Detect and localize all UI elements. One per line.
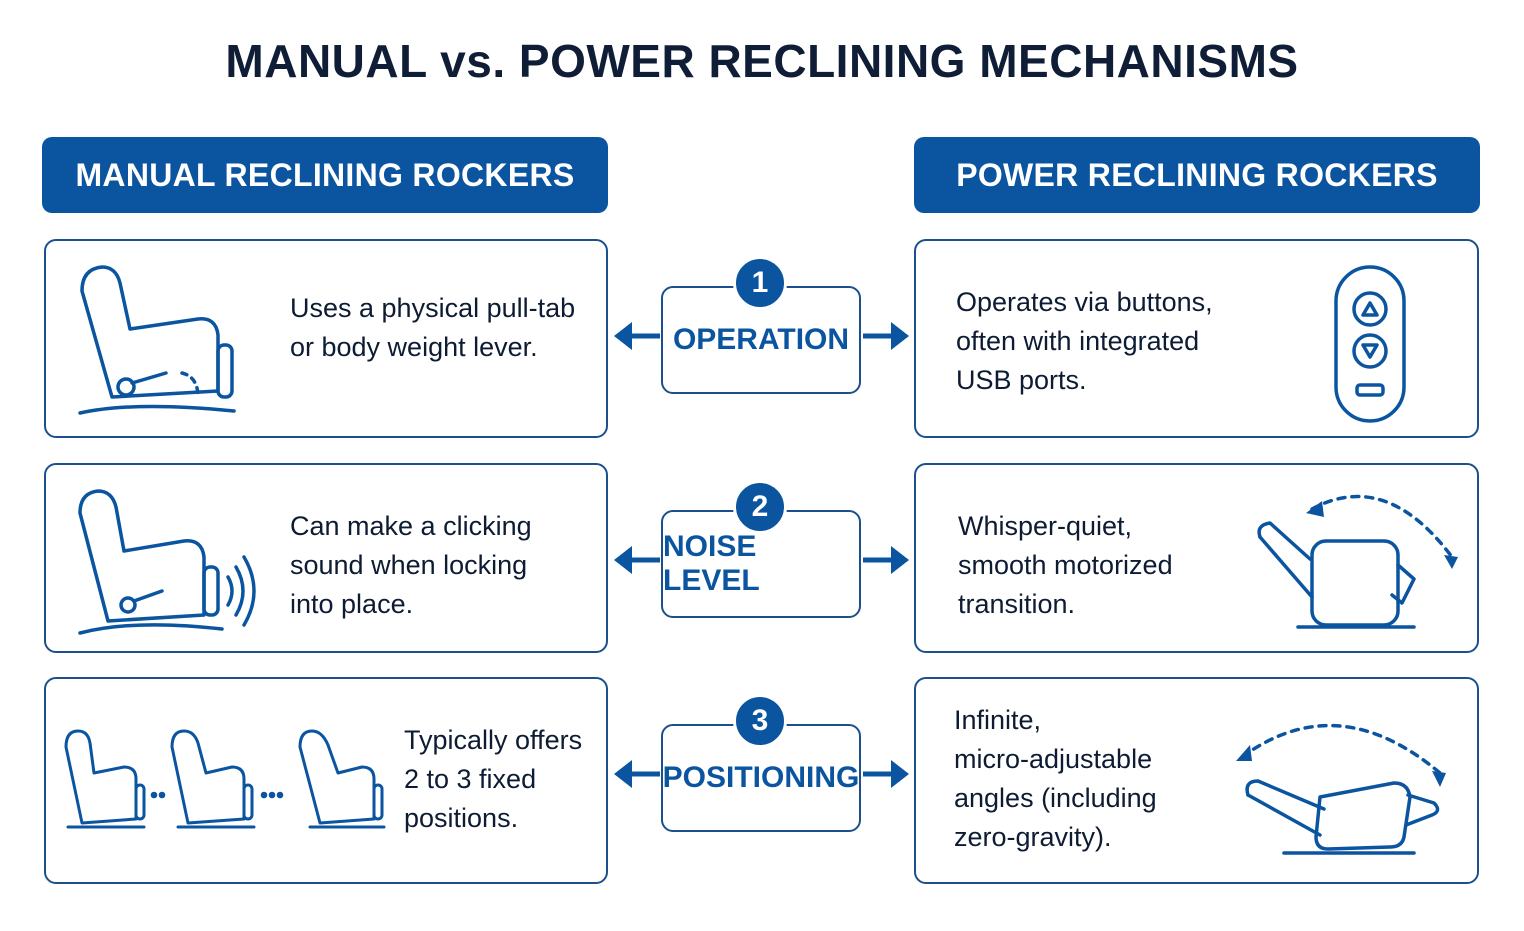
row-number-badge: 2	[733, 480, 787, 534]
row-number-badge: 1	[733, 256, 787, 310]
row-number-badge: 3	[733, 694, 787, 748]
manual-column-header: MANUAL RECLINING ROCKERS	[42, 137, 608, 213]
recliner-sound-icon	[78, 489, 256, 635]
power-operation-text: Operates via buttons, often with integra…	[956, 287, 1213, 395]
manual-positioning-text: Typically offers 2 to 3 fixed positions.	[404, 725, 583, 833]
left-arrow-icon	[614, 760, 660, 788]
manual-positioning-card: Typically offers 2 to 3 fixed positions.	[44, 677, 608, 884]
zero-gravity-icon	[1236, 723, 1446, 855]
right-arrow-icon	[863, 322, 909, 350]
power-positioning-text: Infinite, micro-adjustable angles (inclu…	[954, 705, 1157, 852]
recliner-lever-icon	[78, 265, 236, 415]
left-arrow-icon	[614, 322, 660, 350]
three-positions-icon	[64, 729, 386, 829]
manual-operation-text: Uses a physical pull-tab or body weight …	[290, 293, 576, 362]
power-recline-motion-icon	[1257, 494, 1458, 629]
manual-operation-card: Uses a physical pull-tab or body weight …	[44, 239, 608, 438]
right-arrow-icon	[863, 546, 909, 574]
power-operation-card: Operates via buttons, often with integra…	[914, 239, 1479, 438]
right-arrow-icon	[863, 760, 909, 788]
power-positioning-card: Infinite, micro-adjustable angles (inclu…	[914, 677, 1479, 884]
power-column-header: POWER RECLINING ROCKERS	[914, 137, 1480, 213]
page-title: MANUAL vs. POWER RECLINING MECHANISMS	[225, 35, 1299, 87]
power-noise-text: Whisper-quiet, smooth motorized transiti…	[958, 511, 1173, 619]
manual-noise-text: Can make a clicking sound when locking i…	[290, 511, 532, 619]
remote-control-icon	[1334, 265, 1406, 423]
left-arrow-icon	[614, 546, 660, 574]
power-noise-card: Whisper-quiet, smooth motorized transiti…	[914, 463, 1479, 653]
manual-noise-card: Can make a clicking sound when locking i…	[44, 463, 608, 653]
